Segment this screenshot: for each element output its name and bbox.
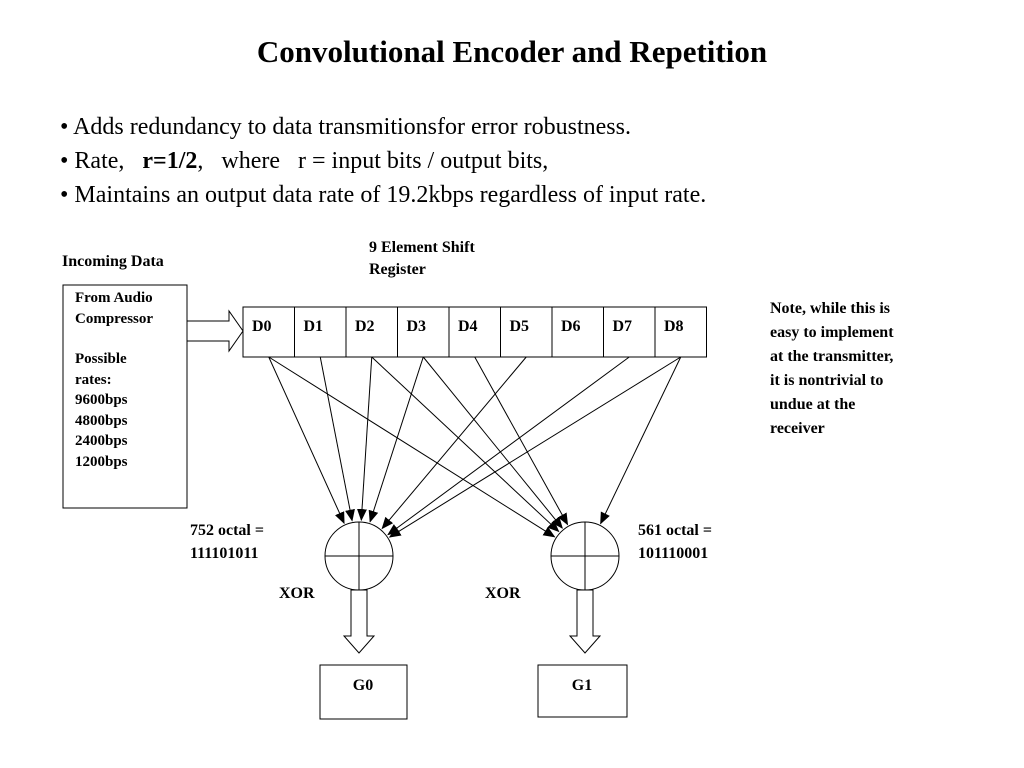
register-cell-d2: D2 — [355, 318, 375, 335]
tap-line — [268, 356, 556, 538]
xor-right-label: XOR — [485, 585, 521, 602]
down-arrow-icon — [342, 589, 376, 654]
rate-item: 4800bps — [75, 412, 128, 429]
note-text: Note, while this is easy to implement at… — [770, 297, 894, 441]
note-line: it is nontrivial to — [770, 372, 884, 389]
tap-line — [368, 356, 424, 523]
source-line: Compressor — [75, 310, 154, 327]
bullet-symbol: • — [60, 148, 69, 174]
bullet-symbol: • — [60, 182, 69, 208]
rate-item: 9600bps — [75, 392, 128, 408]
bullet-item: • Rate, r=1/2, where r = input bits / ou… — [60, 144, 706, 178]
bullet-text: Maintains an output data rate of 19.2kbp… — [74, 182, 707, 208]
down-arrow-icon — [568, 589, 602, 654]
shift-register: D0 D1 D2 D3 D4 D5 D6 D7 D8 — [242, 306, 707, 358]
register-cell-d3: D3 — [407, 318, 427, 335]
incoming-data-label: Incoming Data — [62, 253, 164, 270]
tap-line — [474, 356, 569, 526]
register-cell-d6: D6 — [561, 318, 581, 335]
tap-line — [388, 356, 682, 538]
tap-line — [268, 356, 345, 525]
note-line: easy to implement — [770, 324, 894, 341]
register-cell-d7: D7 — [613, 318, 633, 335]
source-line: From Audio — [75, 290, 153, 306]
register-cell-d4: D4 — [458, 318, 478, 335]
tap-connections — [268, 356, 682, 538]
tap-line — [422, 356, 563, 529]
bullet-text: , where r = input bits / output bits, — [197, 148, 549, 174]
source-box-text: From Audio Compressor Possible rates: 96… — [75, 288, 153, 472]
g0-poly-binary: 111101011 — [190, 545, 259, 562]
rate-value: r=1/2 — [142, 148, 198, 174]
tap-line — [381, 356, 527, 530]
bullet-item: • Maintains an output data rate of 19.2k… — [60, 178, 706, 212]
tap-line — [319, 356, 355, 522]
register-cell-d8: D8 — [664, 318, 684, 335]
rates-label: Possible — [75, 351, 127, 367]
g1-polynomial-label: 561 octal = 101110001 — [638, 519, 712, 565]
xor-left-label: XOR — [279, 585, 315, 602]
input-arrow-icon — [186, 309, 244, 353]
output-g0-box — [319, 664, 408, 720]
note-line: Note, while this is — [770, 300, 890, 317]
rate-item: 2400bps — [75, 433, 128, 449]
shift-register-label-line: Register — [369, 261, 426, 278]
g1-poly-binary: 101110001 — [638, 545, 709, 562]
xor-adder-g1 — [550, 521, 620, 591]
shift-register-label: 9 Element Shift Register — [369, 237, 475, 281]
register-cell-d0: D0 — [252, 318, 272, 335]
rates-label: rates: — [75, 371, 112, 388]
g0-poly-octal: 752 octal = — [190, 522, 264, 539]
g0-polynomial-label: 752 octal = 111101011 — [190, 519, 264, 565]
rate-item: 1200bps — [75, 453, 128, 470]
g1-poly-octal: 561 octal = — [638, 522, 712, 539]
output-g1-box — [537, 664, 628, 718]
tap-line — [357, 356, 373, 522]
slide-title: Convolutional Encoder and Repetition — [256, 34, 768, 69]
xor-adder-g0 — [324, 521, 394, 591]
bullet-item: • Adds redundancy to data transmitionsfo… — [60, 110, 706, 144]
bullet-text: Rate, — [74, 148, 125, 174]
tap-line — [371, 356, 560, 533]
note-line: receiver — [770, 420, 825, 437]
note-line: undue at the — [770, 396, 856, 413]
bullet-text: Adds redundancy to data transmitionsfor … — [73, 114, 631, 140]
tap-line — [600, 356, 682, 525]
register-cell-d1: D1 — [304, 318, 324, 335]
output-g0-label: G0 — [353, 677, 373, 694]
output-g1-label: G1 — [572, 677, 592, 694]
source-box — [62, 284, 188, 509]
register-cell-d5: D5 — [510, 318, 530, 335]
shift-register-label-line: 9 Element Shift — [369, 239, 475, 256]
bullet-symbol: • — [60, 114, 69, 140]
note-line: at the transmitter, — [770, 348, 894, 365]
tap-line — [387, 356, 630, 536]
bullet-list: • Adds redundancy to data transmitionsfo… — [60, 110, 706, 212]
